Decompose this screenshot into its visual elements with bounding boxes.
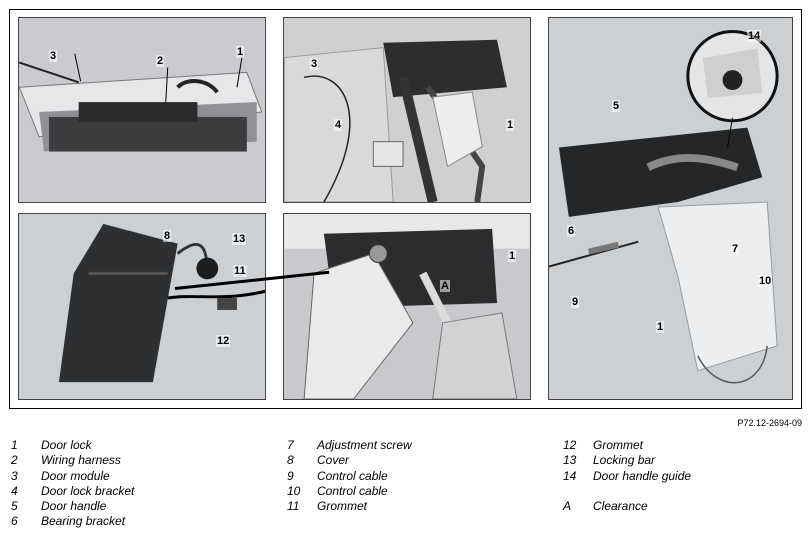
callout-1: 1: [508, 250, 517, 262]
callout-11: 11: [233, 265, 247, 277]
photo-door-module-drawing: [19, 18, 265, 202]
callout-1: 1: [506, 119, 515, 131]
legend-spacer: [563, 484, 691, 499]
callout-13: 13: [232, 233, 247, 245]
callout-8: 8: [163, 230, 172, 242]
photo-door-lock-bracket-drawing: [284, 18, 530, 202]
callout-2: 2: [156, 55, 165, 67]
callout-3: 3: [310, 58, 319, 70]
callout-A: A: [440, 280, 450, 292]
photo-clearance-detail: 1 A: [283, 213, 531, 400]
photo-door-lock-assembly: 14 5 6 7 10 9 1: [548, 17, 793, 400]
callout-7: 7: [731, 243, 740, 255]
callout-4: 4: [334, 119, 343, 131]
callout-5: 5: [612, 100, 621, 112]
figure-code: P72.12-2694-09: [737, 418, 802, 428]
callout-6: 6: [567, 225, 576, 237]
photo-cover-grommets-drawing: [19, 214, 265, 399]
callout-10: 10: [758, 275, 773, 287]
callout-14: 14: [747, 30, 762, 42]
callout-12: 12: [216, 335, 231, 347]
photo-cover-grommets: 8 13 11 12: [18, 213, 266, 400]
photo-clearance-detail-drawing: [284, 214, 530, 399]
callout-3: 3: [49, 50, 58, 62]
photo-door-module: 3 2 1: [18, 17, 266, 203]
photo-door-lock-assembly-drawing: [549, 18, 792, 399]
callout-1: 1: [656, 321, 665, 333]
callout-1: 1: [236, 46, 245, 58]
photo-door-lock-bracket: 3 4 1: [283, 17, 531, 203]
callout-9: 9: [571, 296, 580, 308]
